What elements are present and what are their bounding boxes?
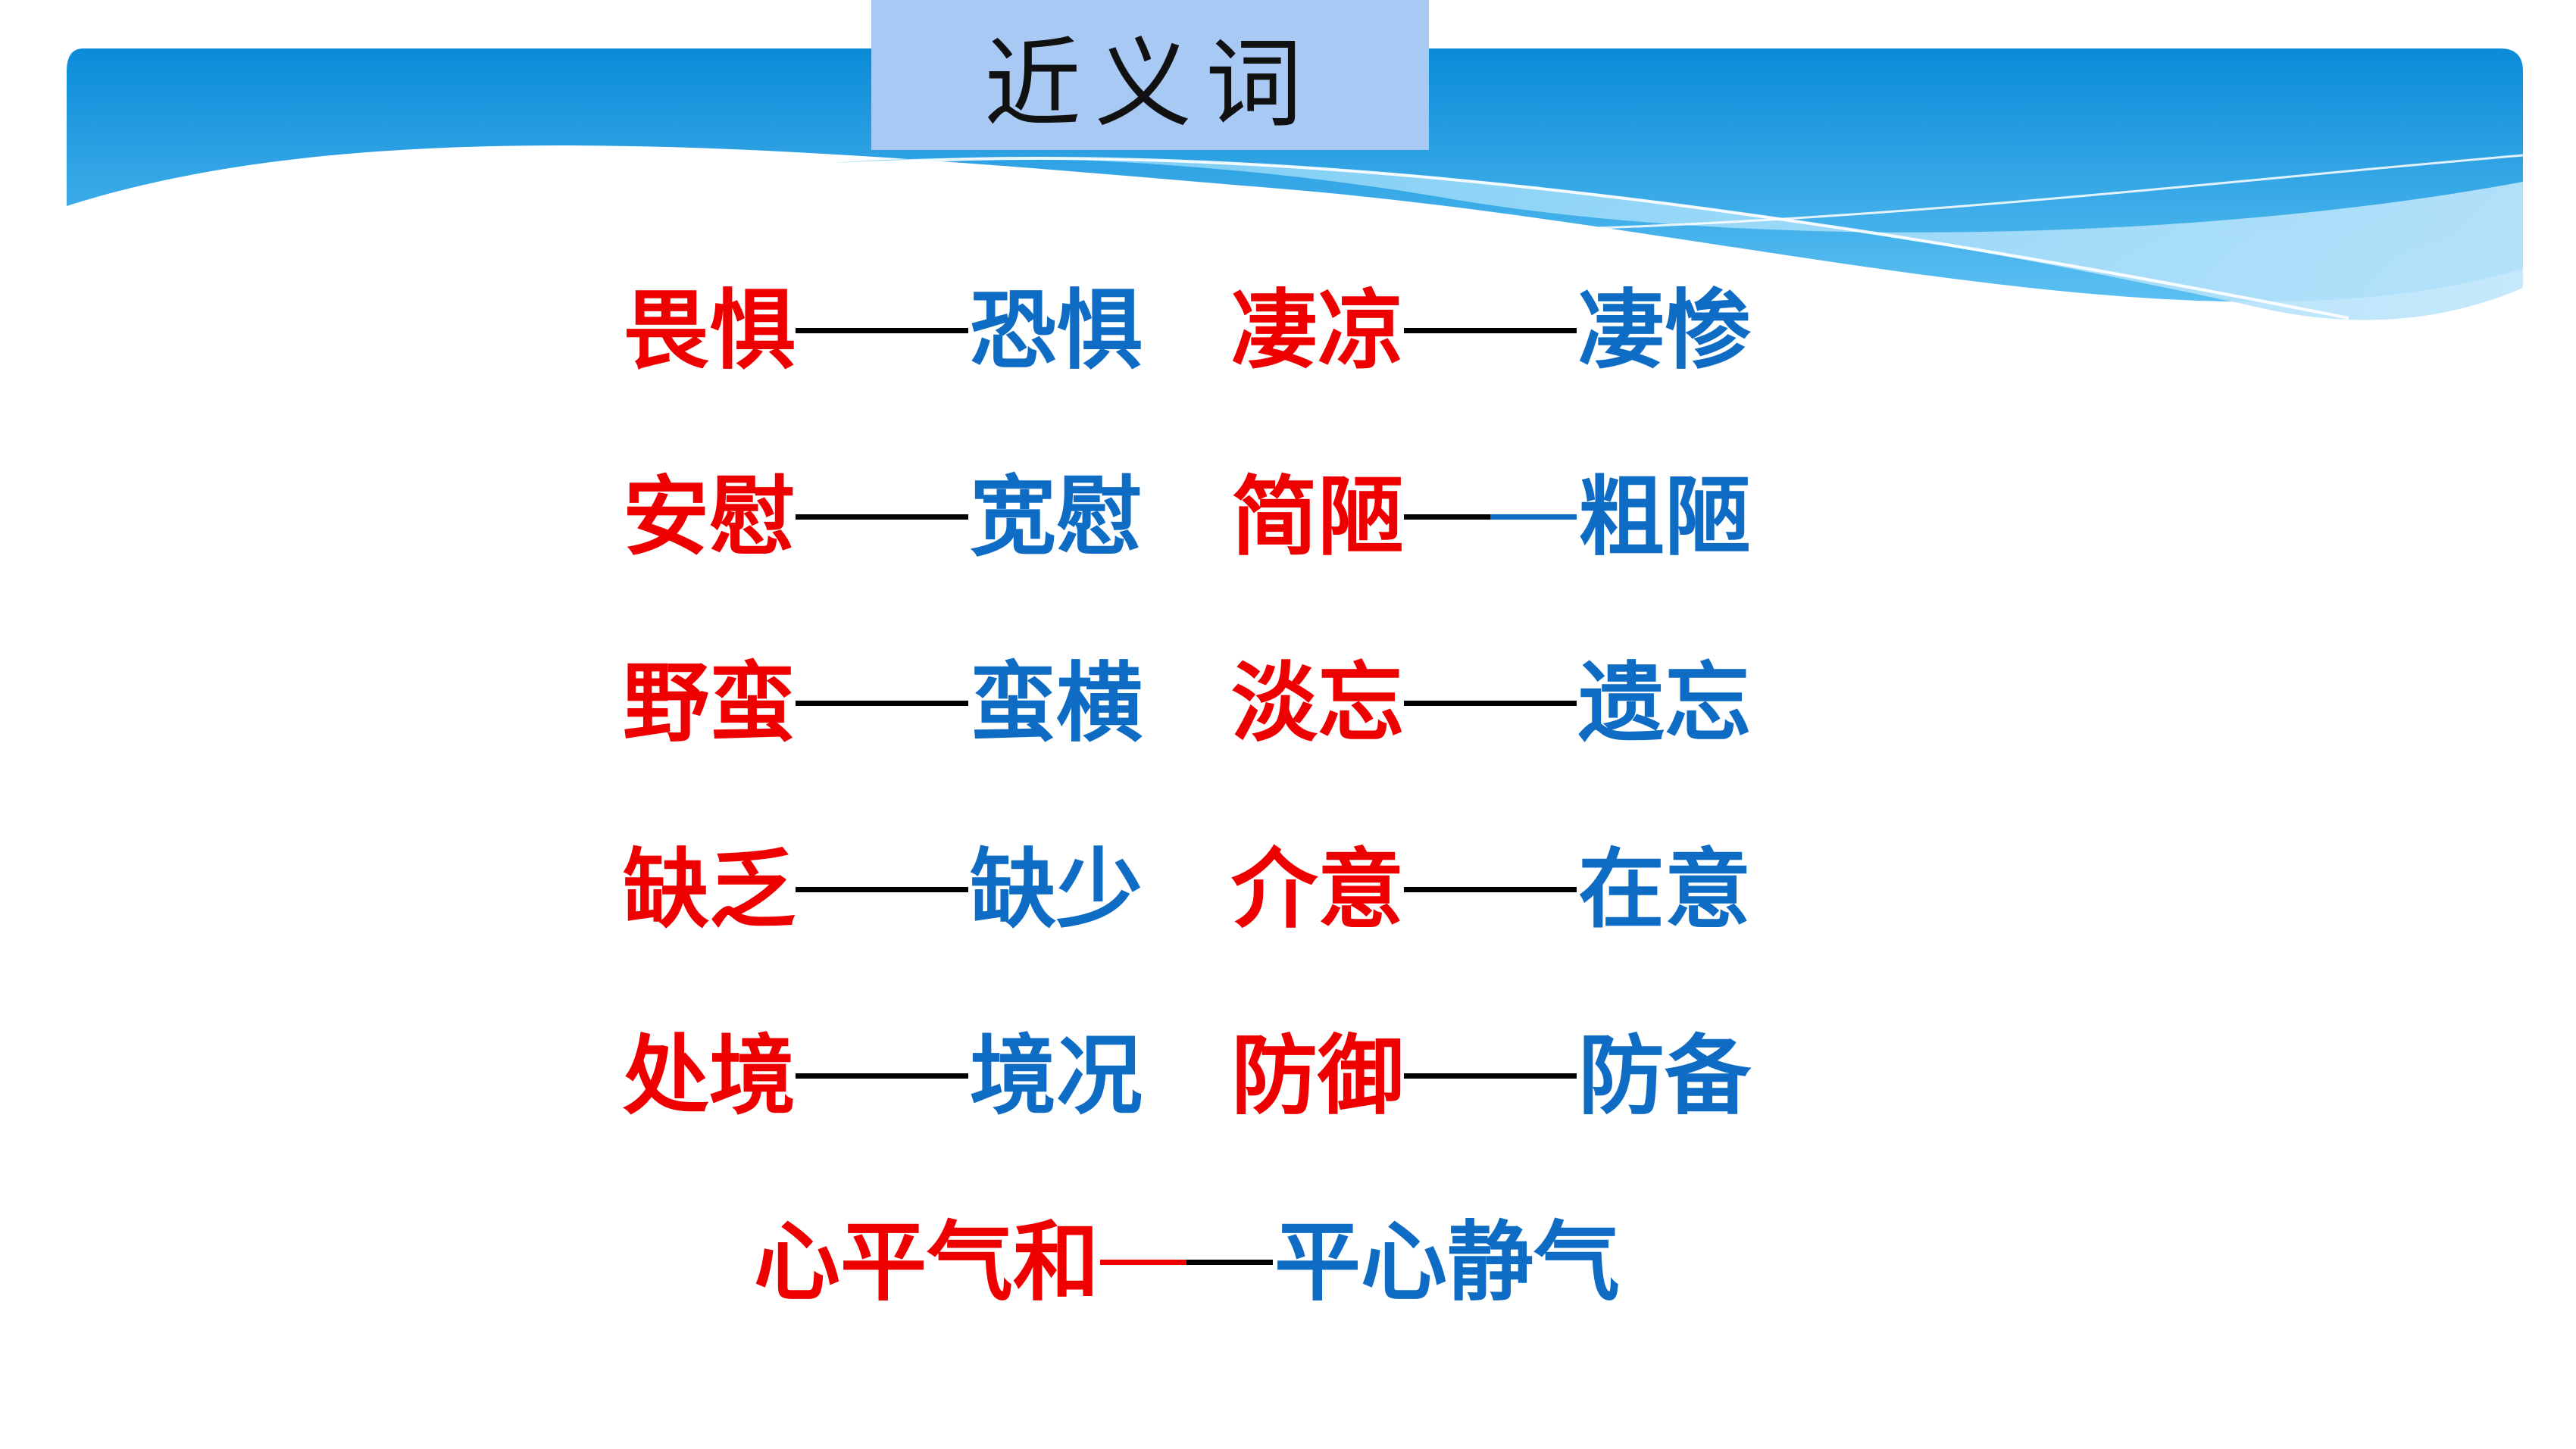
word-source: 安慰 xyxy=(623,467,796,567)
title-box: 近义词 xyxy=(871,0,1429,150)
dash-line xyxy=(1404,887,1577,892)
dash-line xyxy=(796,701,968,706)
word-source: 凄凉 xyxy=(1231,280,1405,381)
word-synonym: 遗忘 xyxy=(1578,653,1752,754)
word-source: 心平气和 xyxy=(754,1212,1100,1313)
dash-line xyxy=(1404,328,1577,333)
word-synonym: 恐惧 xyxy=(970,280,1143,381)
word-synonym: 蛮横 xyxy=(970,653,1143,754)
word-synonym: 凄惨 xyxy=(1578,280,1752,381)
dash-line xyxy=(796,1073,968,1079)
word-synonym: 粗陋 xyxy=(1578,467,1752,567)
word-synonym: 在意 xyxy=(1578,839,1752,940)
word-source: 缺乏 xyxy=(623,839,796,940)
word-source: 畏惧 xyxy=(623,280,796,381)
dash-line xyxy=(1404,1073,1577,1079)
dash-line xyxy=(796,514,968,520)
dash-line xyxy=(1186,1260,1273,1265)
dash-line xyxy=(1490,514,1577,520)
word-source: 野蛮 xyxy=(623,653,796,754)
dash-line xyxy=(1404,701,1577,706)
word-source: 处境 xyxy=(623,1026,796,1126)
word-source: 防御 xyxy=(1231,1026,1405,1126)
dash-line xyxy=(796,887,968,892)
wave-banner xyxy=(67,48,2524,320)
dash-line xyxy=(1100,1260,1186,1265)
word-source: 简陋 xyxy=(1231,467,1405,567)
dash-line xyxy=(796,328,968,333)
word-synonym: 缺少 xyxy=(970,839,1143,940)
word-synonym: 境况 xyxy=(970,1026,1143,1126)
dash-line xyxy=(1404,514,1490,520)
word-source: 淡忘 xyxy=(1231,653,1405,754)
word-source: 介意 xyxy=(1231,839,1405,940)
word-synonym: 宽慰 xyxy=(970,467,1143,567)
word-synonym: 平心静气 xyxy=(1274,1212,1621,1313)
word-synonym: 防备 xyxy=(1578,1026,1752,1126)
page-title: 近义词 xyxy=(983,27,1316,141)
